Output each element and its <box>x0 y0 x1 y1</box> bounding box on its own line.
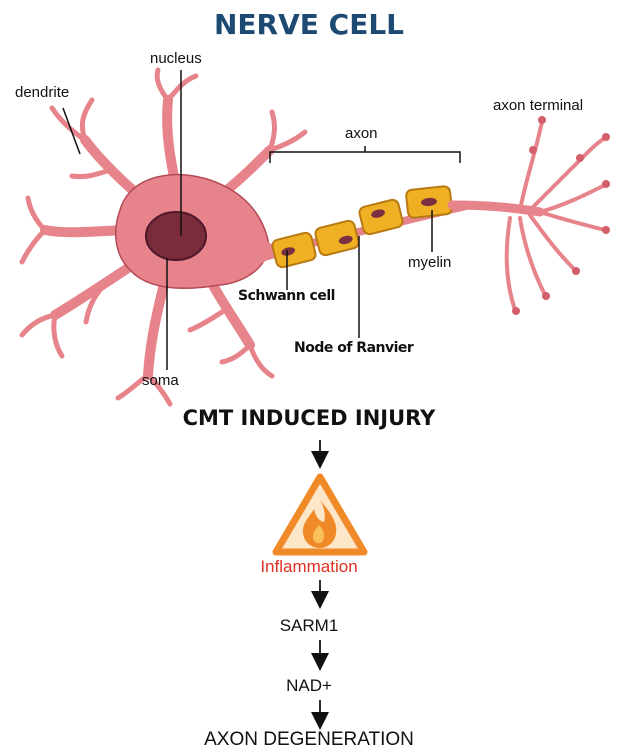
axon-terminal-branches <box>452 116 610 315</box>
nucleus-shape <box>146 212 206 260</box>
flow-step-nad: NAD+ <box>0 676 618 696</box>
label-nucleus: nucleus <box>150 50 202 67</box>
label-myelin: myelin <box>408 254 451 271</box>
label-soma: soma <box>142 372 179 389</box>
page-title: NERVE CELL <box>0 8 618 41</box>
label-axon-terminal: axon terminal <box>493 97 583 114</box>
label-dendrite: dendrite <box>15 84 69 101</box>
label-schwann-cell: Schwann cell <box>238 288 335 304</box>
label-node-of-ranvier: Node of Ranvier <box>294 340 413 356</box>
flow-injury: CMT INDUCED INJURY <box>0 406 618 430</box>
flow-step-sarm1: SARM1 <box>0 616 618 636</box>
flow-inflammation: Inflammation <box>0 557 618 577</box>
flow-axon-degeneration: AXON DEGENERATION <box>0 729 618 751</box>
fire-warning-icon <box>276 477 364 552</box>
label-axon: axon <box>345 125 378 142</box>
